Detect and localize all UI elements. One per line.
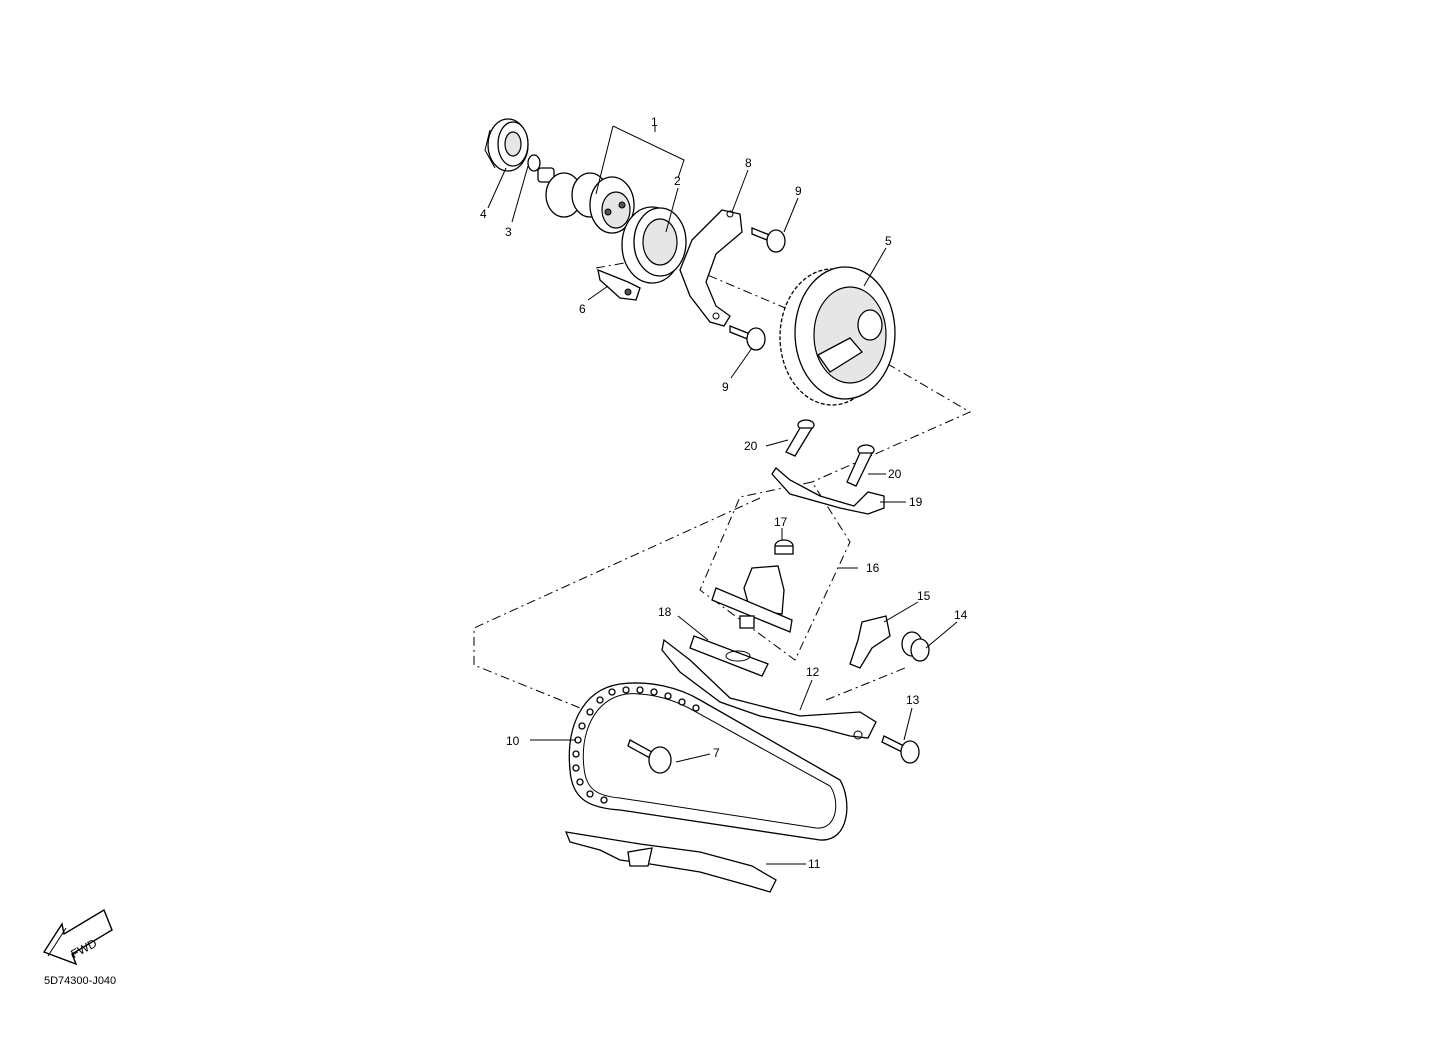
part-12-chain-guide [661, 638, 877, 740]
part-14-collar [901, 631, 930, 662]
leader-lines [487, 125, 958, 865]
part-20-bolt-right [846, 444, 875, 487]
callout-6: 6 [579, 302, 586, 316]
callout-17: 17 [774, 515, 788, 529]
callouts: 1 2 3 4 5 6 7 8 9 9 10 11 12 13 14 15 16… [480, 115, 968, 871]
callout-10: 10 [506, 734, 520, 748]
part-13-bolt [881, 735, 920, 764]
part-2-bearing [621, 206, 687, 284]
part-9-bolt-lower [729, 325, 766, 351]
callout-19: 19 [909, 495, 923, 509]
callout-7: 7 [713, 746, 720, 760]
callout-20-left: 20 [744, 439, 758, 453]
part-9-bolt-upper [751, 227, 786, 253]
callout-8: 8 [745, 156, 752, 170]
part-18-gasket [689, 635, 769, 677]
callout-16: 16 [866, 561, 880, 575]
callout-3: 3 [505, 225, 512, 239]
part-7-bolt [627, 739, 672, 774]
assembly-guide-lines [473, 261, 972, 713]
fwd-arrow-icon: FWD [42, 908, 113, 966]
part-11-chain-guide [564, 831, 777, 893]
callout-2: 2 [674, 174, 681, 188]
chain-links [572, 686, 700, 804]
part-10-cam-chain [568, 682, 848, 841]
callout-15: 15 [917, 589, 931, 603]
callout-12: 12 [806, 665, 820, 679]
part-4-bearing [484, 118, 529, 172]
callout-11: 11 [808, 857, 821, 871]
part-5-cam-sprocket [779, 266, 896, 406]
part-8-plate [679, 209, 743, 327]
callout-5: 5 [885, 234, 892, 248]
callout-4: 4 [480, 207, 487, 221]
part-15-stopper [849, 615, 891, 669]
diagram-code: 5D74300-J040 [44, 975, 116, 987]
part-20-bolt-left [785, 419, 815, 457]
part-6-lever [597, 268, 641, 301]
part-16-tensioner [711, 565, 793, 633]
part-19-guide [771, 467, 885, 515]
callout-13: 13 [906, 693, 920, 707]
part-1-camshaft [537, 167, 635, 234]
callout-18: 18 [658, 605, 672, 619]
callout-1: 1 [651, 115, 658, 129]
callout-20-right: 20 [888, 467, 902, 481]
part-17-cap [774, 539, 794, 555]
callout-9-lower: 9 [722, 380, 729, 394]
callout-9-upper: 9 [795, 184, 802, 198]
callout-14: 14 [954, 608, 968, 622]
part-3-o-ring [527, 154, 541, 172]
